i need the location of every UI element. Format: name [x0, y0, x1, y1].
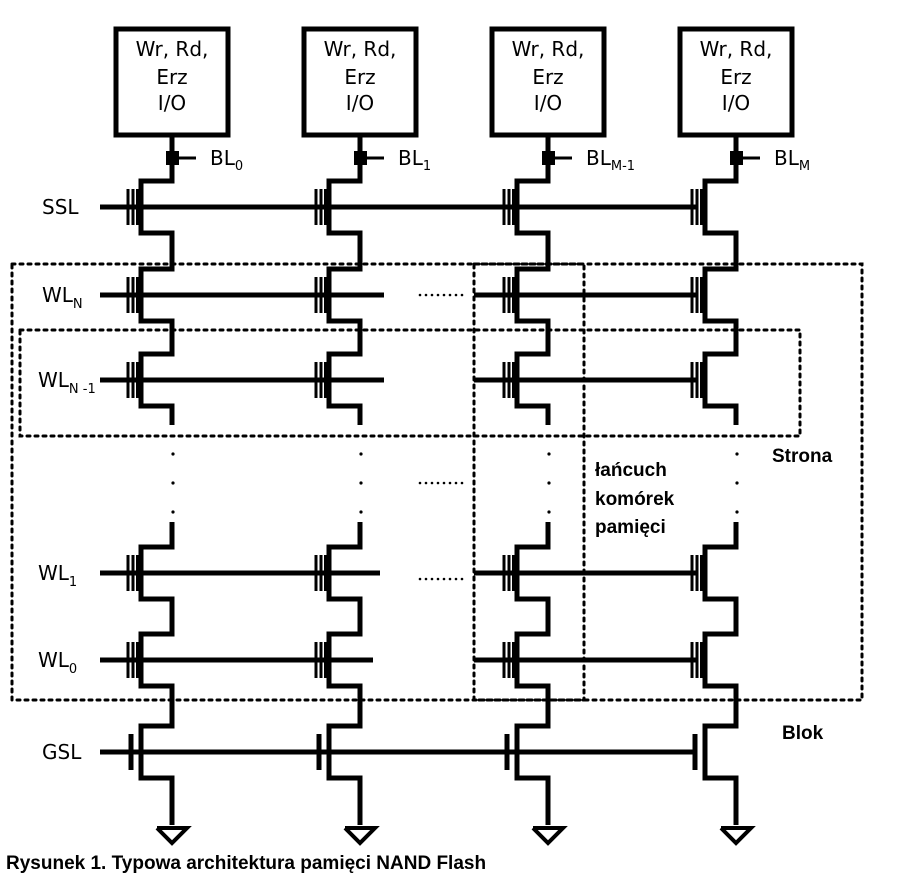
string-box	[472, 262, 586, 702]
io-box-line3: I/O	[722, 91, 750, 115]
bitline-label: BL1	[398, 146, 431, 174]
io-box-line2: Erz	[532, 65, 563, 89]
horizontal-ellipsis	[448, 577, 452, 581]
vertical-ellipsis-dot	[359, 510, 363, 514]
horizontal-ellipsis	[430, 481, 434, 485]
memory-cell-transistor	[690, 167, 739, 247]
io-box-line2: Erz	[720, 65, 751, 89]
io-box-line3: I/O	[346, 91, 374, 115]
vertical-ellipsis-dot	[547, 510, 551, 514]
block-box	[10, 262, 864, 702]
vertical-ellipsis-dot	[547, 452, 551, 456]
bitline-label: BL0	[210, 146, 243, 174]
ground-icon	[343, 826, 380, 846]
row-label-wln: WLN	[42, 283, 83, 312]
select-transistor	[692, 712, 739, 792]
io-box	[113, 26, 231, 138]
string-label-line3: pamięci	[595, 517, 666, 538]
grouping-boxes	[10, 262, 864, 702]
vertical-ellipsis-dot	[359, 452, 363, 456]
horizontal-ellipsis	[418, 481, 422, 485]
page-box	[18, 328, 802, 438]
vertical-ellipsis-dot	[171, 452, 175, 456]
row-label-ssl: SSL	[42, 195, 79, 219]
io-box-line2: Erz	[156, 65, 187, 89]
horizontal-ellipsis	[454, 481, 458, 485]
string-label-line2: komórek	[595, 489, 675, 510]
block-label: Blok	[782, 723, 824, 744]
horizontal-ellipsis	[436, 293, 440, 297]
row-label-gsl: GSL	[42, 740, 82, 764]
vertical-ellipsis-dot	[171, 510, 175, 514]
memory-cell-transistor	[690, 340, 739, 420]
horizontal-ellipsis	[454, 577, 458, 581]
horizontal-ellipsis	[460, 577, 464, 581]
horizontal-ellipsis	[424, 481, 428, 485]
io-box-line1: Wr, Rd,	[324, 37, 397, 61]
io-box-line1: Wr, Rd,	[700, 37, 773, 61]
ground-icon	[719, 826, 756, 846]
bitline-label: BLM	[774, 146, 810, 174]
vertical-ellipsis-dot	[171, 481, 175, 485]
page-label: Strona	[772, 446, 833, 467]
row-label-wl0: WL0	[38, 648, 77, 677]
horizontal-ellipsis	[442, 577, 446, 581]
memory-cell-transistor	[690, 533, 739, 613]
horizontal-ellipsis	[430, 293, 434, 297]
channel	[702, 620, 739, 700]
vertical-ellipsis-dot	[735, 452, 739, 456]
vertical-ellipsis-dot	[359, 481, 363, 485]
io-box	[677, 26, 795, 138]
channel	[702, 533, 739, 613]
horizontal-ellipsis	[448, 293, 452, 297]
vertical-ellipsis-dot	[735, 510, 739, 514]
channel	[702, 340, 739, 420]
horizontal-ellipsis	[442, 481, 446, 485]
horizontal-ellipsis	[460, 293, 464, 297]
channel	[702, 167, 739, 247]
row-label-wl1: WL1	[38, 561, 77, 590]
figure-caption: Rysunek 1. Typowa architektura pamięci N…	[6, 853, 487, 874]
horizontal-ellipsis	[460, 481, 464, 485]
io-box-line3: I/O	[158, 91, 186, 115]
horizontal-ellipsis	[430, 577, 434, 581]
row-label-wln1: WLN -1	[38, 368, 96, 397]
ground-icon	[155, 826, 192, 846]
horizontal-ellipsis	[436, 481, 440, 485]
horizontal-ellipsis	[424, 293, 428, 297]
horizontal-ellipsis	[454, 293, 458, 297]
channel	[702, 712, 739, 792]
horizontal-ellipsis	[424, 577, 428, 581]
vertical-ellipsis-dot	[547, 481, 551, 485]
horizontal-ellipsis	[418, 293, 422, 297]
horizontal-ellipsis	[418, 577, 422, 581]
ground-icon	[531, 826, 568, 846]
io-box-line3: I/O	[534, 91, 562, 115]
horizontal-ellipsis	[448, 481, 452, 485]
horizontal-ellipsis	[436, 577, 440, 581]
memory-cell-transistor	[690, 255, 739, 335]
word-lines	[100, 204, 696, 755]
memory-cell-transistor	[690, 620, 739, 700]
io-box	[489, 26, 607, 138]
vertical-ellipsis-dot	[735, 481, 739, 485]
io-box-line2: Erz	[344, 65, 375, 89]
horizontal-ellipsis	[442, 293, 446, 297]
string-label-line1: łańcuch	[595, 460, 667, 481]
channel	[702, 255, 739, 335]
io-box-line1: Wr, Rd,	[136, 37, 209, 61]
bitline-label: BLM-1	[586, 146, 635, 174]
io-box-line1: Wr, Rd,	[512, 37, 585, 61]
